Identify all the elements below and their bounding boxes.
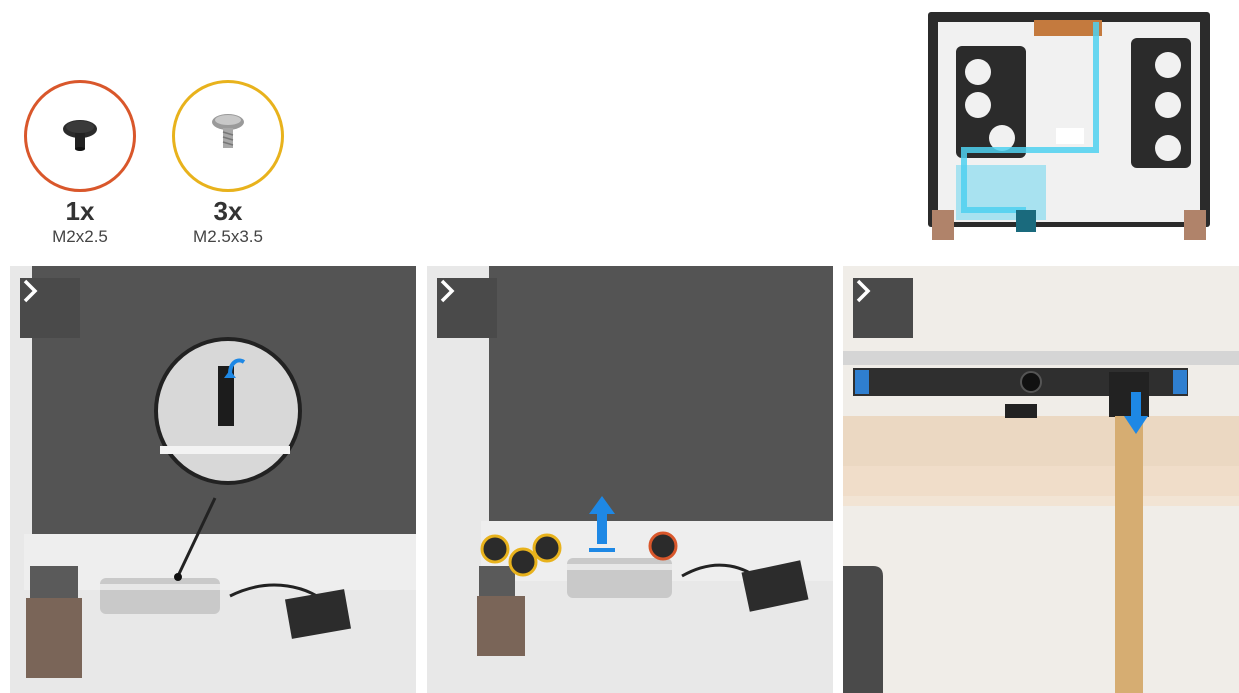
screw-ring-yellow — [172, 80, 284, 192]
step-1-next-button[interactable] — [20, 278, 80, 338]
chevron-right-icon — [20, 278, 40, 304]
chevron-right-icon — [437, 278, 457, 304]
step-panel-1 — [10, 266, 416, 693]
screw-size: M2x2.5 — [20, 226, 140, 248]
screw-legend: 1x M2x2.5 3x M2.5x3.5 — [0, 0, 320, 250]
screw-quantity: 1x — [20, 196, 140, 226]
rotate-arrow-icon — [216, 346, 256, 386]
screw-size: M2.5x3.5 — [168, 226, 288, 248]
silver-screw-icon — [203, 108, 253, 164]
screw-item-m2-5x3-5: 3x M2.5x3.5 — [168, 80, 288, 248]
screw-item-m2x2-5: 1x M2x2.5 — [20, 80, 140, 248]
chevron-right-icon — [853, 278, 873, 304]
step-3-next-button[interactable] — [853, 278, 913, 338]
screw-ring-orange — [24, 80, 136, 192]
screw-quantity: 3x — [168, 196, 288, 226]
black-screw-icon — [55, 111, 105, 161]
lift-arrow-icon — [587, 494, 617, 556]
display-back-cover-overview — [926, 10, 1212, 255]
disconnect-arrow-icon — [1123, 390, 1149, 436]
step-2-next-button[interactable] — [437, 278, 497, 338]
step-panel-3: RU — [843, 266, 1239, 693]
step-panel-2 — [427, 266, 833, 693]
